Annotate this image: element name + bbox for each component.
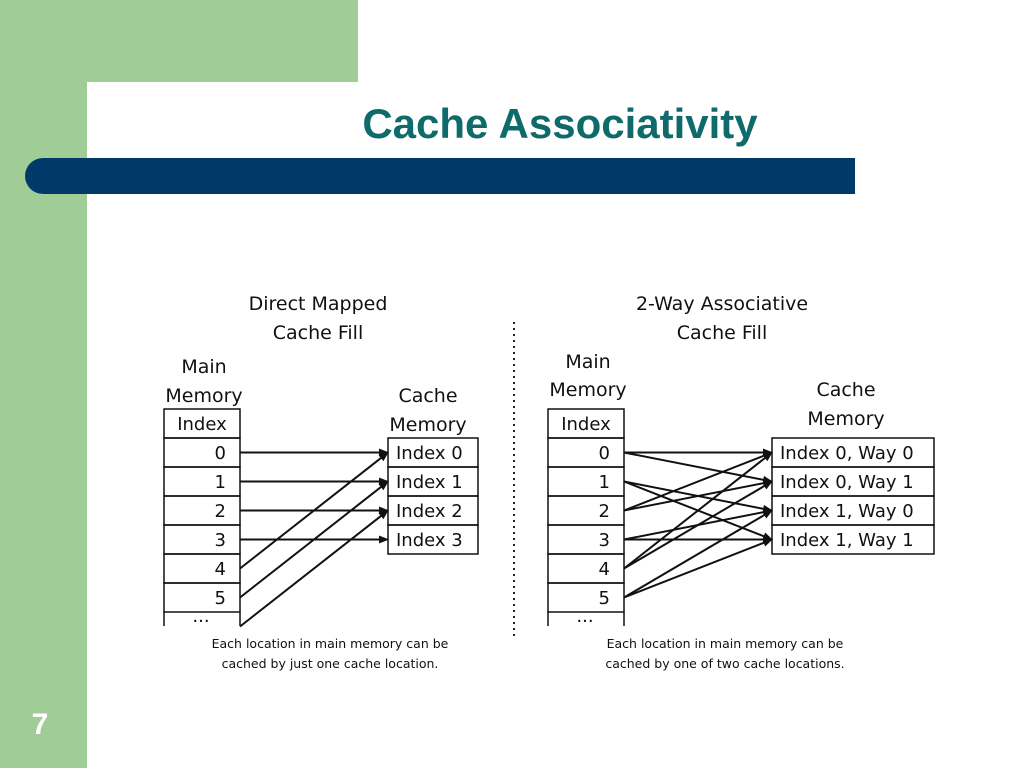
direct-main-rows: 0 1 2 3 4 5...: [163, 437, 241, 627]
direct-cache-label-line2: Memory: [389, 414, 466, 436]
two-way-arrow-2-to-0: [623, 451, 773, 512]
two-way-mapping-arrows: [623, 448, 773, 599]
two-way-main-row-cell: [547, 495, 625, 526]
direct-main-row-2: 2: [215, 501, 226, 522]
two-way-arrow-0-to-1: [623, 451, 773, 484]
two-way-arrow-4-to-1: [623, 480, 773, 570]
direct-main-row-cell: [163, 524, 241, 555]
two-way-arrow-5-to-2: [623, 509, 773, 599]
direct-main-memory-table: Index 0 1 2 3 4 5...: [163, 408, 241, 627]
direct-main-row-cell: [163, 553, 241, 584]
two-way-cache-row-2: Index 1, Way 0: [780, 501, 914, 522]
two-way-main-row-cell: [547, 553, 625, 584]
direct-main-label-line1: Main: [181, 356, 226, 378]
two-way-caption-line2: cached by one of two cache locations.: [605, 656, 844, 671]
direct-arrow-5-to-1: [239, 480, 389, 599]
direct-main-row-cell: [163, 466, 241, 497]
direct-main-row-ellipsis: ...: [192, 606, 209, 627]
direct-main-row-0: 0: [215, 443, 226, 464]
direct-main-row-1: 1: [215, 472, 226, 493]
direct-mapped-title-line2: Cache Fill: [273, 322, 364, 344]
direct-cache-row-3: Index 3: [396, 530, 463, 551]
direct-main-row-4: 4: [215, 559, 226, 580]
two-way-main-rows: 0 1 2 3 4 5...: [547, 437, 625, 627]
direct-main-row-cell: [163, 495, 241, 526]
direct-arrow-4-to-0: [239, 451, 389, 570]
direct-main-row-5: 5: [215, 588, 226, 609]
two-way-cache-label-line1: Cache: [816, 379, 875, 401]
two-way-main-row-1: 1: [599, 472, 610, 493]
direct-cache-label-line1: Cache: [398, 385, 457, 407]
direct-main-row-3: 3: [215, 530, 226, 551]
two-way-main-row-ellipsis: ...: [576, 606, 593, 627]
two-way-main-label-line2: Memory: [549, 379, 626, 401]
two-way-arrow-5-to-3: [623, 538, 773, 599]
page-number: 7: [31, 708, 49, 741]
title-underline-bar: [25, 158, 855, 194]
two-way-caption-line1: Each location in main memory can be: [607, 636, 844, 651]
two-way-main-row-4: 4: [599, 559, 610, 580]
two-way-main-label-line1: Main: [565, 351, 610, 373]
direct-mapped-title-line1: Direct Mapped: [249, 293, 388, 315]
two-way-main-row-2: 2: [599, 501, 610, 522]
green-left-band: [0, 0, 87, 768]
direct-cache-row-0: Index 0: [396, 443, 463, 464]
two-way-main-row-0: 0: [599, 443, 610, 464]
direct-index-header: Index: [177, 414, 227, 435]
direct-main-label-line2: Memory: [165, 385, 242, 407]
two-way-main-row-cell: [547, 524, 625, 555]
slide-title: Cache Associativity: [362, 100, 758, 147]
direct-caption-line2: cached by just one cache location.: [222, 656, 439, 671]
two-way-arrow-4-to-0: [623, 451, 773, 570]
direct-cache-row-2: Index 2: [396, 501, 463, 522]
two-way-main-row-cell: [547, 437, 625, 468]
two-way-main-row-cell: [547, 466, 625, 497]
two-way-cache-row-0: Index 0, Way 0: [780, 443, 914, 464]
direct-caption-line1: Each location in main memory can be: [212, 636, 449, 651]
direct-arrow-6-to-2: [239, 509, 389, 628]
two-way-cache-row-1: Index 0, Way 1: [780, 472, 914, 493]
two-way-arrow-2-to-1: [623, 479, 773, 512]
two-way-cache-memory-table: Index 0, Way 0 Index 0, Way 1 Index 1, Way…: [771, 437, 935, 555]
two-way-cache-label-line2: Memory: [807, 408, 884, 430]
two-way-title-line1: 2-Way Associative: [636, 293, 808, 315]
direct-cache-memory-table: Index 0 Index 1 Index 2 Index 3: [387, 437, 479, 555]
two-way-main-row-3: 3: [599, 530, 610, 551]
direct-cache-row-1: Index 1: [396, 472, 463, 493]
two-way-index-header: Index: [561, 414, 611, 435]
two-way-cache-row-3: Index 1, Way 1: [780, 530, 914, 551]
two-way-panel: 2-Way Associative Cache Fill Main Memory…: [547, 293, 935, 671]
direct-main-row-cell: [163, 437, 241, 468]
direct-mapping-arrows: [239, 448, 389, 628]
two-way-title-line2: Cache Fill: [677, 322, 768, 344]
two-way-main-row-5: 5: [599, 588, 610, 609]
direct-mapped-panel: Direct Mapped Cache Fill Main Memory Cac…: [163, 293, 479, 671]
two-way-main-memory-table: Index 0 1 2 3 4 5...: [547, 408, 625, 627]
